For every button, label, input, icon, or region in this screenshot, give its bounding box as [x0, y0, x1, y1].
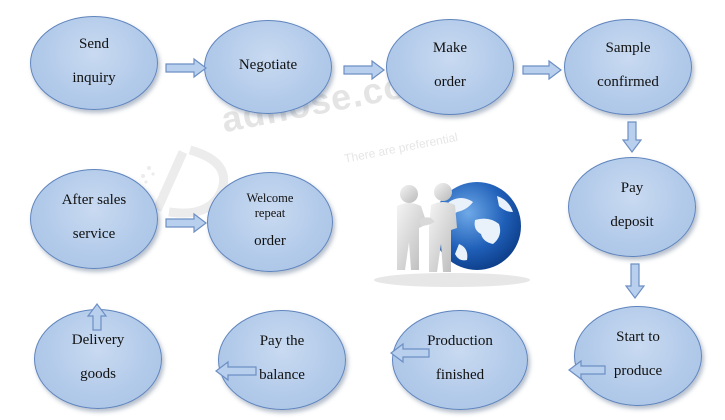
step-label-line: Start to [616, 328, 660, 345]
step-label-line: service [72, 225, 116, 242]
step-label-line: Delivery [71, 331, 125, 348]
handshake-globe-icon [357, 172, 545, 292]
step-label-line: Welcome [246, 190, 294, 205]
step-label-line: Production [427, 332, 493, 349]
step-label-line: order [254, 232, 286, 249]
step-negotiate: Negotiate [204, 20, 332, 114]
step-label-line: Pay the [259, 332, 305, 349]
step-label-line: Send [79, 35, 109, 52]
flow-arrow-9 [86, 303, 108, 331]
step-label-line: Make [432, 39, 468, 56]
watermark-tagline: There are preferential [343, 129, 459, 166]
step-label-line: deposit [610, 213, 654, 230]
flow-arrow-5 [624, 263, 646, 299]
step-label-line: order [434, 73, 466, 90]
step-label-line: produce [613, 362, 663, 379]
step-label-line: After sales [61, 191, 127, 208]
step-pay-the-balance: Pay the balance [218, 310, 346, 410]
flow-arrow-3 [522, 59, 562, 81]
step-label-line: confirmed [597, 73, 659, 90]
step-label-line: finished [435, 366, 485, 383]
flow-arrow-4 [621, 121, 643, 153]
step-label-line: balance [259, 366, 305, 383]
step-label-line: inquiry [72, 69, 116, 86]
step-send-inquiry: Send inquiry [30, 16, 158, 110]
step-label-line: Negotiate [238, 56, 298, 73]
flow-arrow-6 [568, 359, 606, 381]
flow-arrow-10 [165, 212, 207, 234]
step-production-finished: Production finished [392, 310, 528, 410]
step-label-line: Pay [620, 179, 644, 196]
flow-arrow-2 [343, 59, 385, 81]
step-make-order: Make order [386, 19, 514, 115]
flow-arrow-7 [390, 342, 430, 364]
step-label-line: Sample [605, 39, 651, 56]
step-label-line: goods [80, 365, 116, 382]
flow-arrow-1 [165, 57, 207, 79]
step-start-to-produce: Start to produce [574, 306, 702, 406]
step-after-sales-service: After sales service [30, 169, 158, 269]
flow-arrow-8 [215, 360, 257, 382]
step-sample-confirmed: Sample confirmed [564, 19, 692, 115]
step-pay-deposit: Pay deposit [568, 157, 696, 257]
step-label-line: repeat [254, 205, 286, 220]
